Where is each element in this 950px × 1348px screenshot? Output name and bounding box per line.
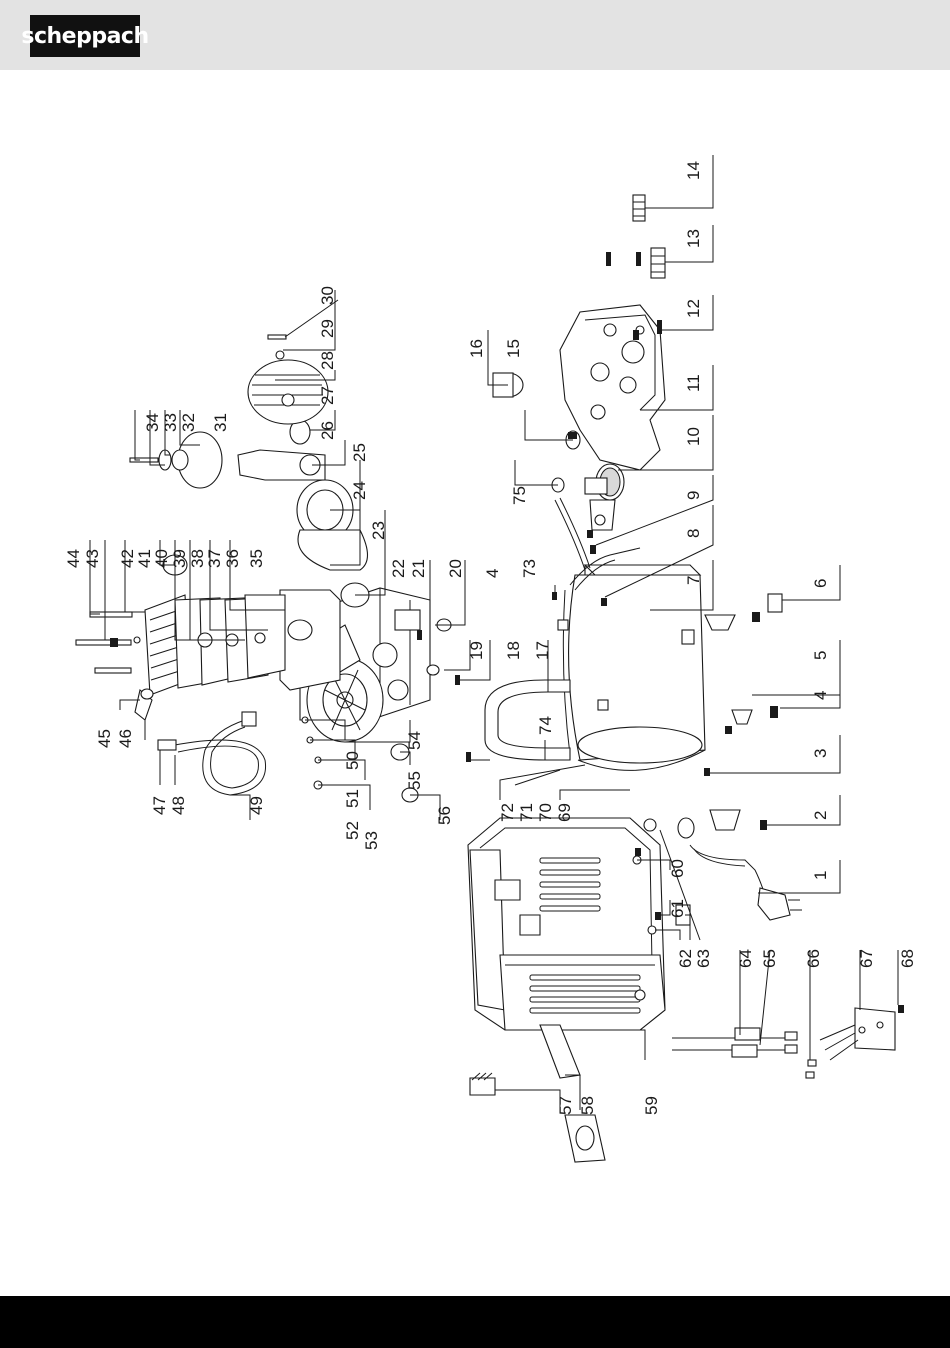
label-32: 32 — [179, 413, 198, 432]
brand-logo: scheppach — [30, 15, 140, 57]
label-16: 16 — [467, 339, 486, 358]
label-4: 4 — [811, 691, 830, 700]
label-4-b: 4 — [483, 569, 502, 578]
label-13: 13 — [684, 229, 703, 248]
label-64: 64 — [736, 949, 755, 968]
label-30: 30 — [318, 286, 337, 305]
label-6: 6 — [811, 579, 830, 588]
label-22: 22 — [389, 559, 408, 578]
rubber-feet — [704, 594, 782, 830]
label-67: 67 — [857, 949, 876, 968]
label-71: 71 — [517, 803, 536, 822]
label-26: 26 — [318, 421, 337, 440]
label-15: 15 — [504, 339, 523, 358]
air-tank — [558, 565, 705, 770]
label-9: 9 — [684, 491, 703, 500]
label-25: 25 — [350, 443, 369, 462]
label-49: 49 — [247, 796, 266, 815]
label-39: 39 — [170, 549, 189, 568]
label-7: 7 — [684, 576, 703, 585]
carry-handle — [485, 680, 570, 760]
label-75: 75 — [510, 486, 529, 505]
label-74: 74 — [536, 716, 555, 735]
label-34: 34 — [143, 413, 162, 432]
label-33: 33 — [161, 413, 180, 432]
label-19: 19 — [467, 641, 486, 660]
label-45: 45 — [95, 729, 114, 748]
label-52: 52 — [343, 821, 362, 840]
label-56: 56 — [435, 806, 454, 825]
label-43: 43 — [83, 549, 102, 568]
label-8: 8 — [684, 529, 703, 538]
label-73: 73 — [520, 559, 539, 578]
label-50: 50 — [343, 751, 362, 770]
label-60: 60 — [668, 859, 687, 878]
label-55: 55 — [405, 771, 424, 790]
label-57: 57 — [556, 1096, 575, 1115]
label-35: 35 — [247, 549, 266, 568]
label-29: 29 — [318, 319, 337, 338]
label-70: 70 — [536, 803, 555, 822]
label-51: 51 — [343, 789, 362, 808]
label-1: 1 — [811, 871, 830, 880]
label-2: 2 — [811, 811, 830, 820]
label-5: 5 — [811, 651, 830, 660]
label-31: 31 — [211, 413, 230, 432]
label-10: 10 — [684, 427, 703, 446]
label-12: 12 — [684, 299, 703, 318]
label-63: 63 — [694, 949, 713, 968]
brand-logo-text: scheppach — [21, 24, 148, 49]
label-20: 20 — [446, 559, 465, 578]
cylinder-head-stack — [76, 555, 285, 695]
label-38: 38 — [188, 549, 207, 568]
label-68: 68 — [898, 949, 917, 968]
label-14: 14 — [684, 161, 703, 180]
label-24: 24 — [350, 481, 369, 500]
label-11: 11 — [684, 374, 703, 392]
label-18: 18 — [504, 641, 523, 660]
label-27: 27 — [318, 386, 337, 405]
label-61: 61 — [668, 899, 687, 918]
exploded-parts-diagram: 1 2 3 4 5 6 7 8 9 10 11 12 13 14 15 16 1… — [0, 70, 950, 1296]
label-37: 37 — [205, 549, 224, 568]
label-69: 69 — [555, 803, 574, 822]
label-58: 58 — [578, 1096, 597, 1115]
label-40: 40 — [152, 549, 171, 568]
label-44: 44 — [64, 549, 83, 568]
label-47: 47 — [150, 796, 169, 815]
label-66: 66 — [804, 949, 823, 968]
label-65: 65 — [760, 949, 779, 968]
label-41: 41 — [135, 549, 154, 568]
label-48: 48 — [169, 796, 188, 815]
label-3: 3 — [811, 749, 830, 758]
footer-band — [0, 1296, 950, 1348]
label-17: 17 — [533, 641, 552, 660]
label-28: 28 — [318, 351, 337, 370]
label-72: 72 — [498, 803, 517, 822]
label-46: 46 — [116, 729, 135, 748]
label-59: 59 — [642, 1096, 661, 1115]
label-21: 21 — [409, 559, 428, 578]
label-36: 36 — [223, 549, 242, 568]
label-54: 54 — [405, 731, 424, 750]
label-53: 53 — [362, 831, 381, 850]
outlet-hose — [135, 689, 266, 795]
label-62: 62 — [676, 949, 695, 968]
label-42: 42 — [118, 549, 137, 568]
label-23: 23 — [369, 521, 388, 540]
header-band: scheppach — [0, 0, 950, 70]
